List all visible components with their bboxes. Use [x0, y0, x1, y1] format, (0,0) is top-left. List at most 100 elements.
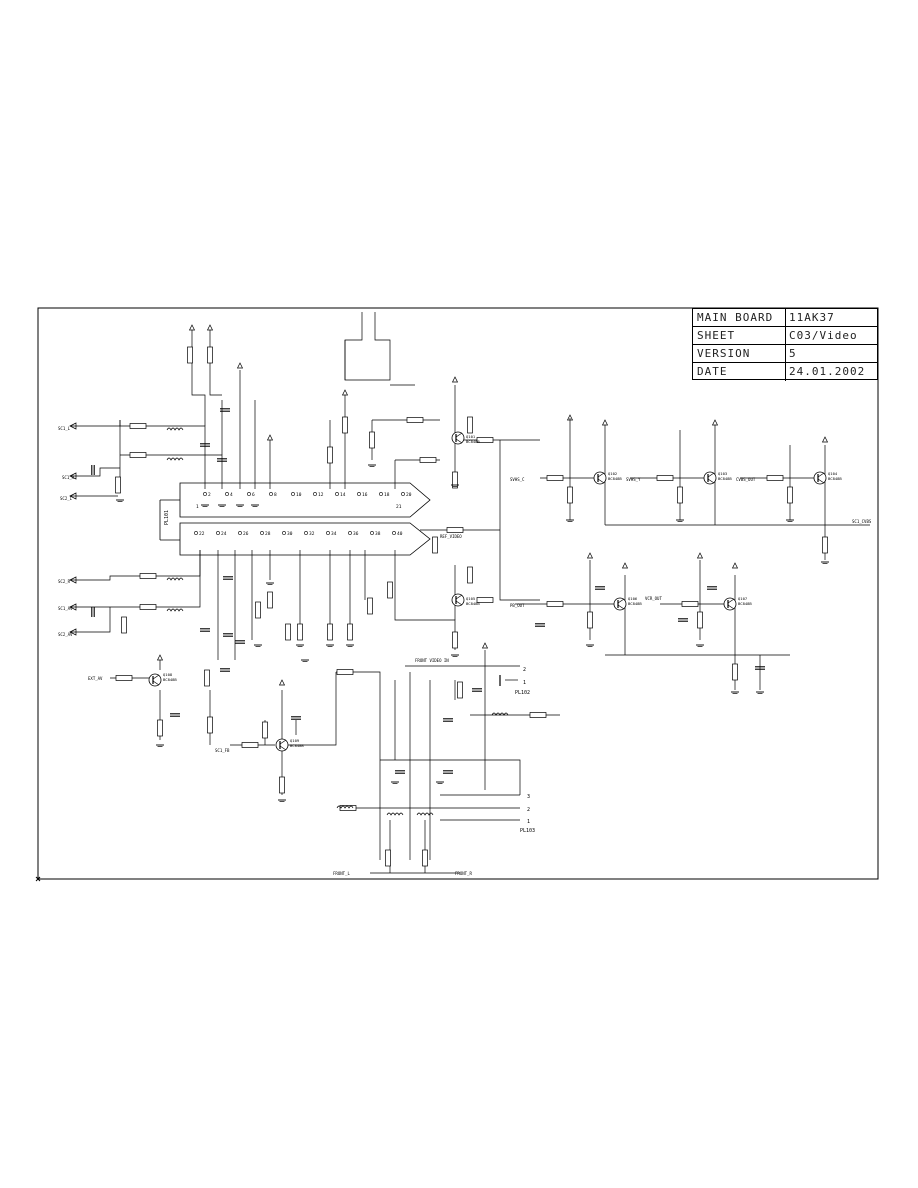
transistor-label: Q102	[608, 471, 617, 476]
supply-arrow	[206, 324, 214, 331]
inductor-symbol	[386, 812, 404, 816]
connector-pin-last: 21	[396, 504, 402, 510]
resistor-symbol	[787, 486, 793, 504]
resistor-symbol	[432, 536, 438, 554]
plug-pl102-label: PL102	[515, 690, 530, 696]
resistor-symbol	[157, 719, 163, 737]
resistor-symbol	[129, 452, 147, 458]
supply-arrow	[278, 679, 286, 686]
resistor-symbol	[385, 849, 391, 867]
title-value-date: 24.01.2002	[789, 365, 866, 378]
connector-pin-label: 16	[362, 492, 368, 498]
resistor-symbol	[677, 486, 683, 504]
resistor-symbol	[457, 681, 463, 699]
transistor-label: Q109	[290, 738, 300, 743]
resistor-symbol	[587, 611, 593, 629]
resistor-symbol	[369, 431, 375, 449]
resistor-symbol	[546, 475, 564, 481]
connector-pin	[238, 531, 242, 535]
resistor-symbol	[262, 721, 268, 739]
resistor-symbol	[255, 601, 261, 619]
resistor-symbol	[452, 631, 458, 649]
resistor-symbol	[129, 423, 147, 429]
net-sc2-av: SC2_AV	[58, 632, 73, 637]
resistor-symbol	[529, 712, 547, 718]
connector-pin-label: 40	[397, 531, 403, 537]
inductor-symbol	[166, 427, 184, 431]
resistor-symbol	[241, 742, 259, 748]
net-pb-out: PB_OUT	[510, 603, 525, 608]
plug-pl103-pin-1: 1	[527, 819, 530, 825]
transistor-type: BC848B	[718, 476, 732, 481]
plug-pl103-pin-2: 2	[527, 807, 530, 813]
resistor-symbol	[297, 623, 303, 641]
resistor-symbol	[336, 669, 354, 675]
connector-pin	[260, 531, 264, 535]
connector-pin-label: 22	[199, 531, 205, 537]
transistor-symbol	[703, 471, 717, 485]
connector-pin-label: 26	[243, 531, 249, 537]
inductor-symbol	[166, 577, 184, 581]
connector-pin-label: 30	[287, 531, 293, 537]
connector-pin	[203, 492, 207, 496]
connector-pin-label: 12	[318, 492, 324, 498]
resistor-symbol	[327, 446, 333, 464]
connector-pin	[313, 492, 317, 496]
net-sc1-cvbs: SC1_CVBS	[852, 519, 872, 524]
connector-pin-label: 2	[208, 492, 211, 498]
resistor-symbol	[419, 457, 437, 463]
connector-pin	[379, 492, 383, 496]
input-terminal	[69, 472, 77, 480]
net-labels: SC1_L SC1_R SC2_L SC2_R SC1_AV SC2_AV EX…	[58, 426, 872, 876]
title-row-main-board: MAIN BOARD 11AK37	[693, 309, 877, 327]
title-key-date: DATE	[697, 365, 728, 378]
net-sc1-av: SC1_AV	[58, 606, 73, 611]
connector-pin	[392, 531, 396, 535]
connector-pin-label: 28	[265, 531, 271, 537]
connector-pin-label: 38	[375, 531, 381, 537]
transistor-symbol	[613, 597, 627, 611]
connector-pin-label: 10	[296, 492, 302, 498]
net-ref-video: REF_VIDEO	[440, 534, 462, 539]
title-key-sheet: SHEET	[697, 329, 736, 342]
resistor-symbol	[546, 601, 564, 607]
connector-pin-label: 4	[230, 492, 233, 498]
title-block: MAIN BOARD 11AK37 SHEET C03/Video VERSIO…	[692, 308, 878, 381]
connector-pin	[225, 492, 229, 496]
supply-arrow	[341, 389, 349, 396]
resistor-symbol	[681, 601, 699, 607]
connector-pin-label: 36	[353, 531, 359, 537]
title-value-sheet: C03/Video	[789, 329, 858, 342]
connector-pin	[326, 531, 330, 535]
supply-arrow	[586, 552, 594, 559]
resistor-symbol	[567, 486, 573, 504]
connector-pin	[304, 531, 308, 535]
title-row-sheet: SHEET C03/Video	[693, 327, 877, 345]
supply-arrow	[188, 324, 196, 331]
plug-pl102-pin-2: 2	[523, 667, 526, 673]
input-terminal	[69, 422, 77, 430]
components-layer: Q101BC848BQ102BC848BQ103BC848BQ104BC848B…	[69, 324, 842, 867]
connector-pin	[401, 492, 405, 496]
resistor-symbol	[347, 623, 353, 641]
connector-pin-label: 24	[221, 531, 227, 537]
resistor-symbol	[697, 611, 703, 629]
supply-arrow	[711, 419, 719, 426]
net-front-r: FRONT_R	[455, 871, 472, 876]
input-terminal	[69, 492, 77, 500]
resistor-symbol	[452, 471, 458, 489]
transistor-type: BC848B	[290, 743, 304, 748]
connector-pin	[291, 492, 295, 496]
transistor-type: BC848B	[738, 601, 752, 606]
connector-pin	[216, 531, 220, 535]
net-front-l: FRONT_L	[333, 871, 350, 876]
transistor-label: Q103	[718, 471, 727, 476]
supply-arrow	[566, 414, 574, 421]
resistor-symbol	[187, 346, 193, 364]
input-terminal	[69, 628, 77, 636]
connector-pin-first: 1	[196, 504, 199, 510]
transistor-symbol	[723, 597, 737, 611]
net-sc1-l: SC1_L	[58, 426, 71, 431]
transistor-type: BC848B	[828, 476, 842, 481]
